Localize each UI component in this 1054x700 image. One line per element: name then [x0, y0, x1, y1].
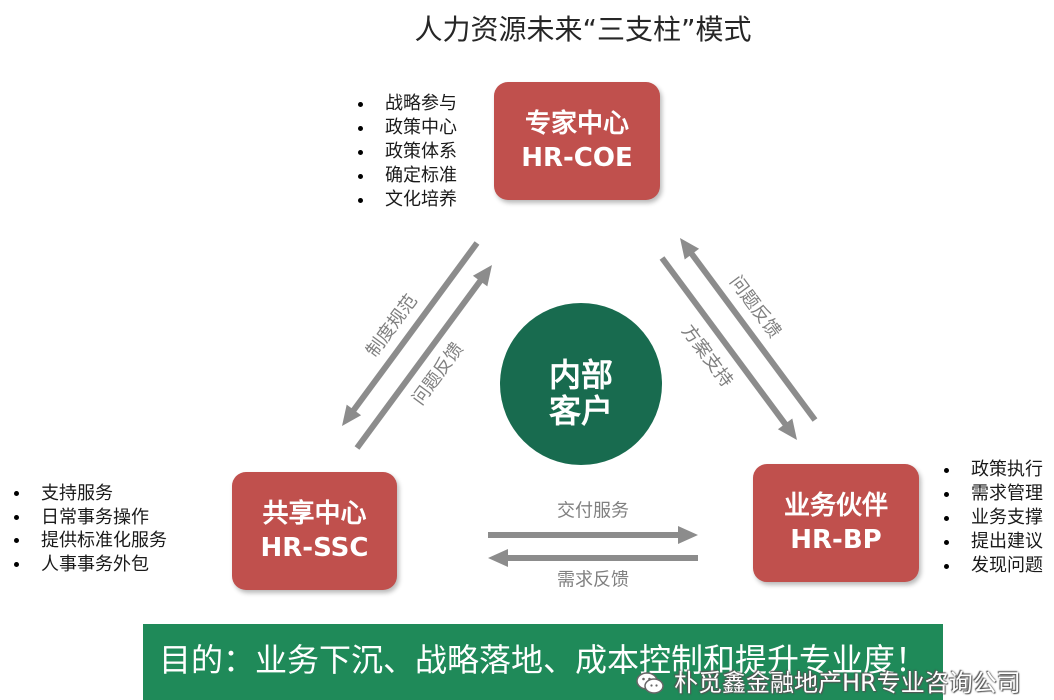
list-item: 确定标准: [358, 164, 457, 188]
list-item: 提供标准化服务: [14, 529, 167, 553]
center-line-1: 内部: [548, 356, 613, 394]
arrowhead: [342, 404, 362, 426]
list-item: 政策执行: [944, 458, 1043, 482]
watermark-text: 朴觅鑫金融地产HR专业咨询公司: [674, 669, 1021, 697]
coe-code: HR-COE: [521, 143, 633, 173]
ssc-name: 共享中心: [262, 499, 367, 529]
arrowhead: [777, 418, 797, 440]
coe-name: 专家中心: [524, 109, 629, 139]
list-item: 人事事务外包: [14, 553, 167, 577]
arrowhead: [472, 265, 492, 287]
list-item: 业务支撑: [944, 506, 1043, 530]
ssc-code: HR-SSC: [260, 533, 369, 563]
arrow-shaft: [659, 256, 789, 428]
arrow-ssc-to-bp: 交付服务: [488, 501, 698, 544]
flow-label-coe-to-bp: 方案支持: [677, 321, 737, 391]
flow-label-ssc-to-coe: 问题反馈: [408, 339, 468, 409]
arrow-bp-to-ssc: 需求反馈: [488, 549, 698, 591]
bp-box: 业务伙伴 HR-BP: [753, 464, 919, 582]
list-item: 发现问题: [944, 554, 1043, 578]
arrowhead: [488, 549, 508, 567]
ssc-box: 共享中心 HR-SSC: [232, 472, 397, 590]
arrowhead: [680, 238, 700, 260]
center-line-2: 客户: [548, 392, 613, 430]
arrow-shaft: [354, 277, 484, 450]
list-item: 日常事务操作: [14, 506, 167, 530]
list-item: 政策中心: [358, 116, 457, 140]
wechat-icon: [636, 672, 664, 694]
list-item: 需求管理: [944, 482, 1043, 506]
center-label: 内部 客户: [549, 357, 613, 429]
list-item: 政策体系: [358, 140, 457, 164]
arrow-shaft: [688, 250, 818, 422]
arrowhead: [678, 526, 698, 544]
flow-label-bp-to-ssc: 需求反馈: [557, 570, 629, 591]
internal-customer-circle: 内部 客户: [500, 303, 662, 465]
page-title: 人力资源未来“三支柱”模式: [414, 13, 752, 46]
purpose-banner: 目的：业务下沉、战略落地、成本控制和提升专业度！: [143, 624, 943, 700]
bp-duties-list: 政策执行 需求管理 业务支撑 提出建议 发现问题: [944, 458, 1043, 578]
bp-name: 业务伙伴: [783, 491, 888, 521]
list-item: 战略参与: [358, 92, 457, 116]
arrow-shaft: [350, 241, 480, 414]
bp-code: HR-BP: [790, 525, 882, 555]
coe-box: 专家中心 HR-COE: [494, 82, 660, 200]
list-item: 文化培养: [358, 188, 457, 212]
list-item: 支持服务: [14, 482, 167, 506]
flow-label-ssc-to-bp: 交付服务: [557, 501, 629, 522]
list-item: 提出建议: [944, 530, 1043, 554]
watermark: 朴觅鑫金融地产HR专业咨询公司: [636, 668, 1021, 698]
ssc-duties-list: 支持服务 日常事务操作 提供标准化服务 人事事务外包: [14, 482, 167, 576]
coe-duties-list: 战略参与 政策中心 政策体系 确定标准 文化培养: [358, 92, 457, 212]
